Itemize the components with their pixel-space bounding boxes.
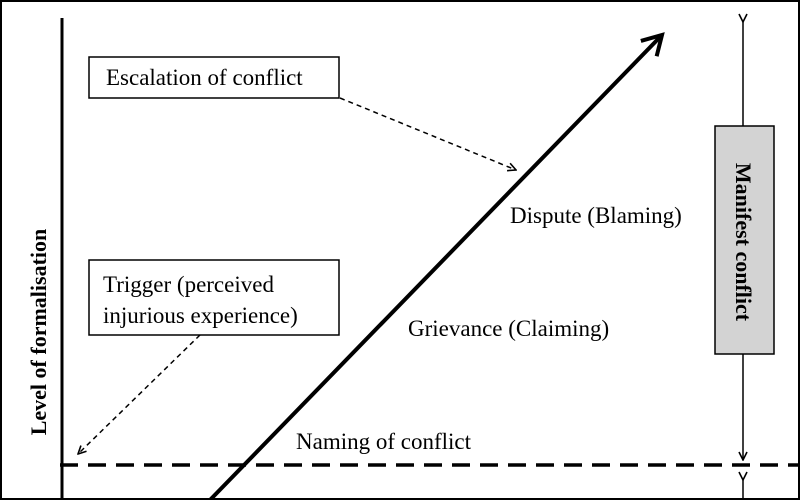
- trigger-pointer: [78, 334, 201, 454]
- grievance-label: Grievance (Claiming): [408, 316, 609, 341]
- escalation-box: [88, 56, 340, 99]
- trigger-label-line2: injurious experience): [103, 303, 298, 328]
- trigger-label-line1: Trigger (perceived: [103, 272, 274, 297]
- y-axis-label: Level of formalisation: [26, 229, 51, 436]
- manifest-box: [714, 125, 775, 355]
- escalation-pointer: [339, 97, 516, 170]
- manifest-label: Manifest conflict: [731, 163, 756, 322]
- escalation-label: Escalation of conflict: [106, 65, 303, 90]
- trigger-box: [88, 259, 340, 336]
- escalation-arrow: [209, 32, 665, 498]
- dispute-label: Dispute (Blaming): [510, 203, 682, 228]
- naming-label: Naming of conflict: [296, 429, 472, 454]
